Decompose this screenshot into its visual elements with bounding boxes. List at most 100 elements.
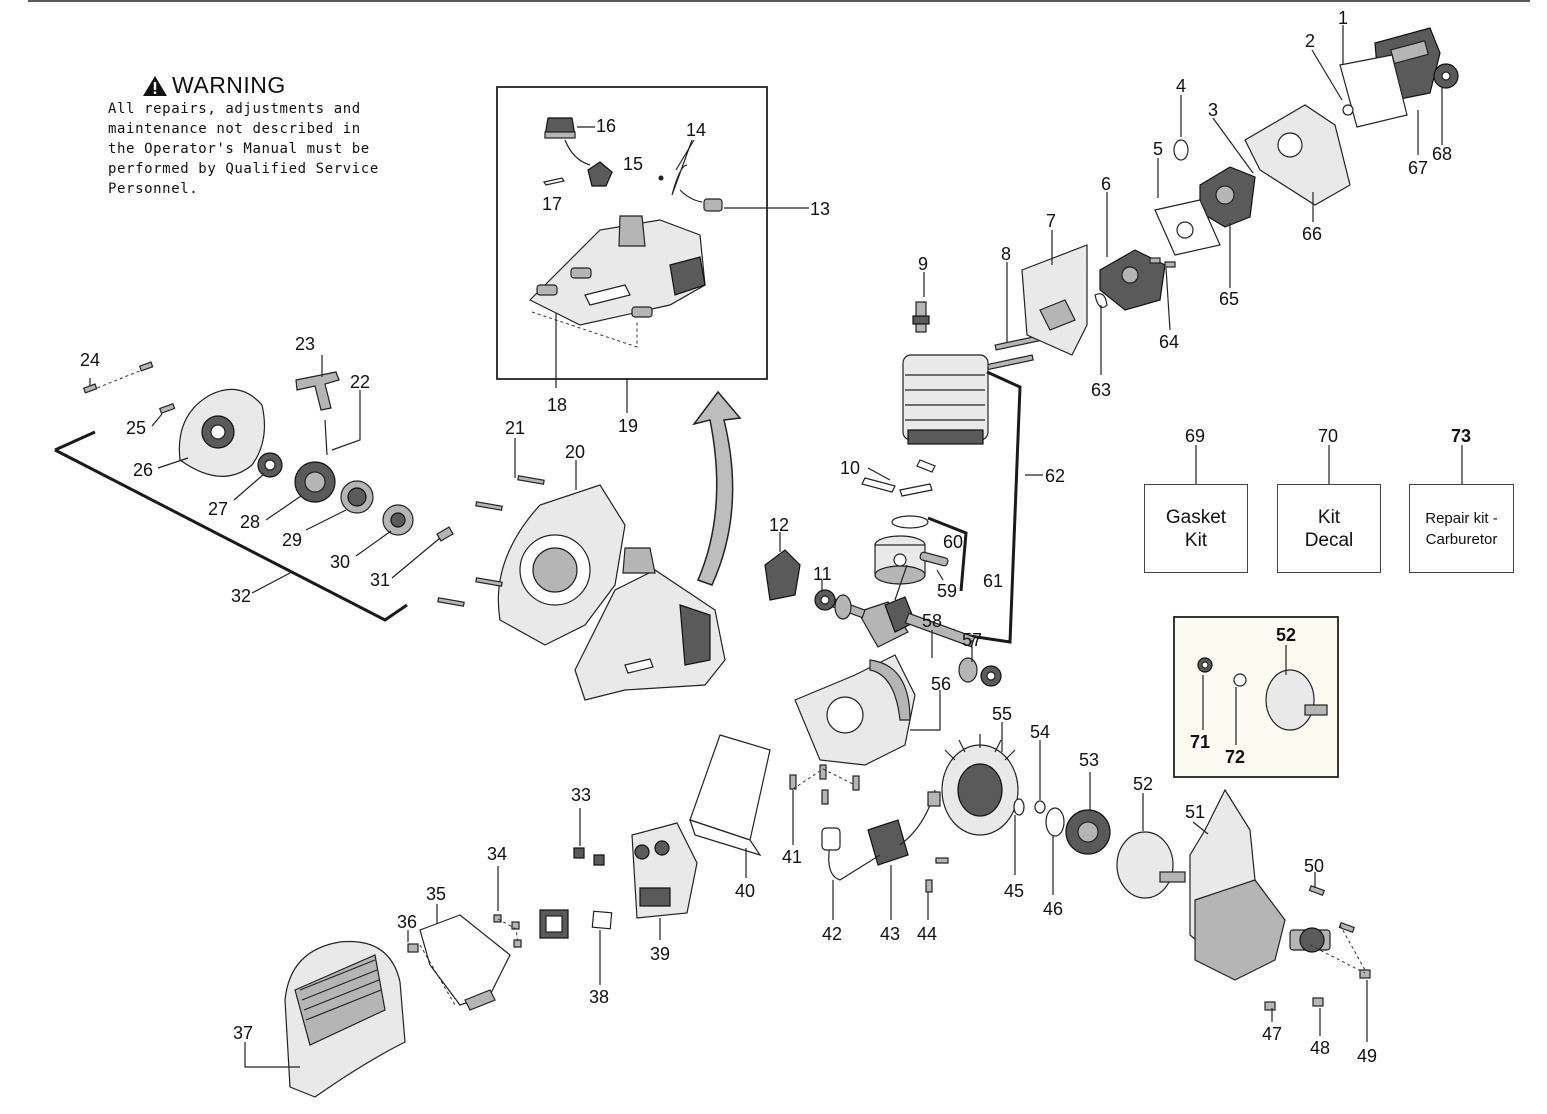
starter-rope-22: [324, 419, 328, 456]
leader-64: [1165, 267, 1171, 331]
screw-36-icon: [407, 943, 419, 953]
callout-6: 6: [1101, 174, 1111, 194]
leader-37: [244, 1042, 300, 1068]
callout-30: 30: [330, 552, 350, 572]
bearing-11b-icon: [834, 594, 852, 620]
inset-washer-72-icon: [1233, 673, 1247, 687]
callout-73: 73: [1451, 426, 1471, 446]
switch-35-icon: [419, 914, 511, 1011]
callout-43: 43: [880, 924, 900, 944]
leader-25: [151, 413, 163, 427]
callout-67: 67: [1408, 158, 1428, 178]
inset-washer-71-icon: [1197, 657, 1213, 673]
pawl-30-icon: [382, 504, 414, 536]
bracket-62: [969, 370, 1022, 644]
callout-46: 46: [1043, 899, 1063, 919]
fuel-tank-inset-box: [496, 86, 768, 380]
screws-34-dash: [497, 918, 519, 944]
callout-60: 60: [943, 532, 963, 552]
callout-12: 12: [769, 515, 789, 535]
callout-56: 56: [931, 674, 951, 694]
callout-27: 27: [208, 499, 228, 519]
spark-wire-42-icon: [821, 827, 881, 881]
leader-3: [1212, 117, 1254, 174]
callout-40: 40: [735, 881, 755, 901]
callout-5: 5: [1153, 139, 1163, 159]
callout-20: 20: [565, 442, 585, 462]
clutch-drum-52-icon: [1116, 831, 1186, 899]
inset-clutch-drum-52-icon: [1265, 669, 1328, 731]
warning-notice: WARNING All repairs, adjustments and mai…: [108, 72, 398, 199]
callout-39: 39: [650, 944, 670, 964]
fuel-cap-tether: [564, 139, 591, 166]
callout-35: 35: [426, 884, 446, 904]
kit-decal-box: Kit Decal: [1277, 484, 1381, 573]
air-filter-39-icon: [631, 822, 698, 919]
screws-64-icon: [1149, 257, 1176, 268]
screw-25-icon: [158, 402, 176, 414]
leader-22: [331, 390, 361, 451]
callout-37: 37: [233, 1023, 253, 1043]
gasket-5-icon: [1154, 199, 1221, 256]
callout-51: 51: [1185, 802, 1205, 822]
pulley-28-icon: [294, 461, 336, 503]
callout-22: 22: [350, 372, 370, 392]
callout-48: 48: [1310, 1038, 1330, 1058]
callout-17: 17: [542, 194, 562, 214]
carburetor-65-icon: [1199, 166, 1256, 228]
tank-mount-c: [631, 306, 653, 318]
callout-4: 4: [1176, 76, 1186, 96]
bearing-11-icon: [814, 589, 836, 611]
callout-9: 9: [918, 254, 928, 274]
spark-plug-9-icon: [912, 301, 930, 333]
callout-16: 16: [596, 116, 616, 136]
leader-31: [391, 537, 441, 579]
leader-14: [675, 139, 695, 171]
callout-61: 61: [983, 571, 1003, 591]
screws-34-icon: [493, 914, 522, 948]
piston-ring-60-icon: [891, 515, 929, 529]
gear-housing-51-icon: [1189, 788, 1331, 981]
callout-41: 41: [782, 847, 802, 867]
engine-cover-37-icon: [284, 940, 406, 1098]
clip-63-icon: [1094, 293, 1108, 308]
fuel-cap-icon: [544, 117, 576, 139]
callout-42: 42: [822, 924, 842, 944]
callout-55: 55: [992, 704, 1012, 724]
screws-41-icon: [789, 764, 860, 805]
starter-housing-26-icon: [178, 388, 266, 477]
leader-29: [305, 509, 347, 531]
callout-18: 18: [547, 395, 567, 415]
gasket-kit-box: Gasket Kit: [1144, 484, 1248, 573]
carburetor-repair-kit-box: Repair kit - Carburetor: [1409, 484, 1514, 573]
switch-plate-icon: [539, 909, 569, 939]
gasket-kit-label: Gasket Kit: [1165, 506, 1227, 551]
leader-30: [355, 530, 392, 557]
gasket-10-icon: [861, 459, 936, 497]
bolts-8-icon: [984, 334, 1044, 371]
carburetor-repair-kit-label: Repair kit - Carburetor: [1425, 509, 1498, 548]
washer-46-icon: [1045, 807, 1065, 837]
spring-27-icon: [257, 452, 283, 478]
leader-2: [1311, 49, 1343, 101]
callout-31: 31: [370, 570, 390, 590]
flywheel-55-icon: [941, 734, 1019, 836]
callout-66: 66: [1302, 224, 1322, 244]
warning-text: All repairs, adjustments and maintenance…: [108, 101, 379, 197]
screws-dash-49: [1309, 924, 1366, 974]
callout-25: 25: [126, 418, 146, 438]
callout-32: 32: [231, 586, 251, 606]
fuel-tank-icon: [528, 215, 706, 326]
leader-56: [910, 690, 941, 731]
spring-29-icon: [340, 480, 374, 514]
screws-47-50-icon: [1264, 884, 1371, 1011]
callout-54: 54: [1030, 722, 1050, 742]
callout-2: 2: [1305, 31, 1315, 51]
air-box-66-icon: [1244, 104, 1351, 206]
screws-33-icon: [573, 847, 605, 866]
intake-6-icon: [1099, 249, 1166, 311]
callout-34: 34: [487, 844, 507, 864]
clutch-53-icon: [1065, 809, 1111, 855]
callout-3: 3: [1208, 100, 1218, 120]
